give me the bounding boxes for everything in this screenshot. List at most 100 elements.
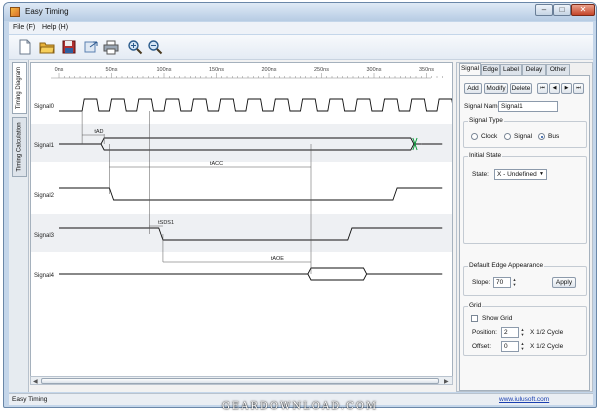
tab-timing-diagram[interactable]: Timing Diagram [12, 62, 27, 114]
signal-name-label: Signal Name: [464, 103, 504, 110]
position-input[interactable] [501, 327, 519, 338]
chevron-down-icon: ▼ [539, 171, 544, 177]
delete-button[interactable]: Delete [510, 83, 532, 94]
first-signal-button[interactable]: ⏮ [537, 83, 548, 94]
state-select-value: X - Undefined [497, 171, 537, 178]
export-icon[interactable] [83, 39, 99, 55]
position-unit: X 1/2 Cycle [530, 329, 564, 336]
zoom-in-icon[interactable] [127, 39, 143, 55]
tick-label: 50ns [106, 67, 118, 73]
radio-bus[interactable] [538, 133, 545, 140]
signal-name: Signal3 [34, 233, 55, 239]
edge-appearance-title: Default Edge Appearance [468, 262, 545, 269]
delay-label: tACC [210, 161, 223, 167]
minimize-button[interactable]: – [535, 4, 553, 16]
radio-bus-label: Bus [548, 133, 560, 140]
signal-name: Signal0 [34, 104, 55, 110]
signal-name: Signal1 [34, 143, 55, 149]
website-link[interactable]: www.iulusoft.com [499, 396, 550, 403]
tab-timing-calculation[interactable]: Timing Calculation [12, 117, 27, 177]
slope-stepper[interactable]: ▲▼ [512, 277, 517, 287]
delay-label: tSDS1 [158, 220, 174, 226]
side-tab-strip: Timing Diagram Timing Calculation [9, 60, 29, 392]
add-button[interactable]: Add [464, 83, 482, 94]
offset-label: Offset: [472, 343, 492, 350]
print-icon[interactable] [103, 39, 119, 55]
radio-clock[interactable] [471, 133, 478, 140]
prev-signal-button[interactable]: ◀ [549, 83, 560, 94]
scroll-right-arrow[interactable]: ▶ [444, 379, 449, 385]
watermark: GEARDOWNLOAD.COM [221, 401, 379, 412]
properties-panel: Signal Edge Label Delay Other Add Modify… [456, 62, 593, 392]
scrollbar-thumb[interactable] [41, 378, 439, 384]
initial-state-group: Initial State State: X - Undefined ▼ [463, 152, 587, 244]
signal1-transition-marker [412, 137, 418, 151]
radio-signal[interactable] [504, 133, 511, 140]
last-signal-button[interactable]: ⏭ [573, 83, 584, 94]
tab-delay[interactable]: Delay [522, 64, 546, 75]
offset-input[interactable] [501, 341, 519, 352]
offset-unit: X 1/2 Cycle [530, 343, 564, 350]
offset-stepper[interactable]: ▲▼ [520, 341, 525, 351]
tab-other[interactable]: Other [546, 64, 570, 75]
row-band [31, 214, 452, 252]
close-button[interactable]: ✕ [571, 4, 595, 16]
toolbar [9, 35, 593, 60]
signal2-waveform [59, 187, 443, 201]
apply-button[interactable]: Apply [552, 277, 576, 288]
window-title: Easy Timing [25, 7, 69, 16]
grid-group: Grid Show Grid Position: ▲▼ X 1/2 Cycle … [463, 302, 587, 356]
tick-label: 150ns [209, 67, 224, 73]
signal3-waveform [59, 227, 443, 241]
tick-label: 0ns [55, 67, 64, 73]
signal4-waveform [59, 267, 443, 281]
open-folder-icon[interactable] [39, 39, 55, 55]
menu-help[interactable]: Help (H) [42, 24, 69, 31]
signal-type-title: Signal Type [468, 117, 504, 124]
new-document-icon[interactable] [17, 39, 33, 55]
tick-label: 300ns [367, 67, 382, 73]
tick-label: 250ns [314, 67, 329, 73]
app-logo-icon [10, 7, 20, 17]
timing-diagram-svg: 0ns 50ns 100ns 150ns 200ns 250ns 300ns 350nsSig… [31, 67, 452, 281]
delay-label: tAD [94, 129, 103, 135]
scroll-left-arrow[interactable]: ◀ [33, 379, 38, 385]
edge-appearance-group: Default Edge Appearance Slope: ▲▼ Apply [463, 262, 587, 296]
position-label: Position: [472, 329, 497, 336]
zoom-out-icon[interactable] [147, 39, 163, 55]
tab-label[interactable]: Label [500, 64, 522, 75]
signal-properties: Add Modify Delete ⏮ ◀ ▶ ⏭ Signal Name: S… [459, 75, 590, 391]
app-window: Easy Timing – □ ✕ File (F) Help (H) Timi… [3, 2, 597, 408]
status-bar: Easy Timing www.iulusoft.com [9, 393, 593, 405]
next-signal-button[interactable]: ▶ [561, 83, 572, 94]
horizontal-scrollbar[interactable]: ◀ ▶ [30, 376, 453, 385]
save-icon[interactable] [61, 39, 77, 55]
main-content: Timing Diagram Timing Calculation 0ns 50n… [9, 60, 593, 392]
menu-bar: File (F) Help (H) [9, 22, 593, 34]
initial-state-title: Initial State [468, 152, 503, 159]
grid-title: Grid [468, 302, 483, 309]
delay-label: tAOE [271, 256, 284, 262]
tick-label: 350ns [419, 67, 434, 73]
position-stepper[interactable]: ▲▼ [520, 327, 525, 337]
signal1-waveform [59, 137, 422, 151]
tab-edge[interactable]: Edge [481, 64, 500, 75]
state-label: State: [472, 171, 489, 178]
signal0-waveform [59, 98, 452, 112]
signal-name-input[interactable] [498, 101, 558, 112]
signal-name: Signal4 [34, 273, 55, 279]
show-grid-checkbox[interactable] [471, 315, 478, 322]
property-tabs: Signal Edge Label Delay Other [457, 63, 594, 75]
modify-button[interactable]: Modify [484, 83, 508, 94]
tick-label: 100ns [157, 67, 172, 73]
slope-input[interactable] [493, 277, 511, 288]
tab-signal[interactable]: Signal [459, 63, 481, 75]
maximize-button[interactable]: □ [553, 4, 571, 16]
menu-file[interactable]: File (F) [13, 24, 36, 31]
title-bar[interactable]: Easy Timing – □ ✕ [4, 3, 596, 21]
radio-clock-label: Clock [481, 133, 498, 140]
state-select[interactable]: X - Undefined ▼ [494, 169, 547, 180]
show-grid-label: Show Grid [482, 315, 513, 322]
tick-label: 200ns [262, 67, 277, 73]
